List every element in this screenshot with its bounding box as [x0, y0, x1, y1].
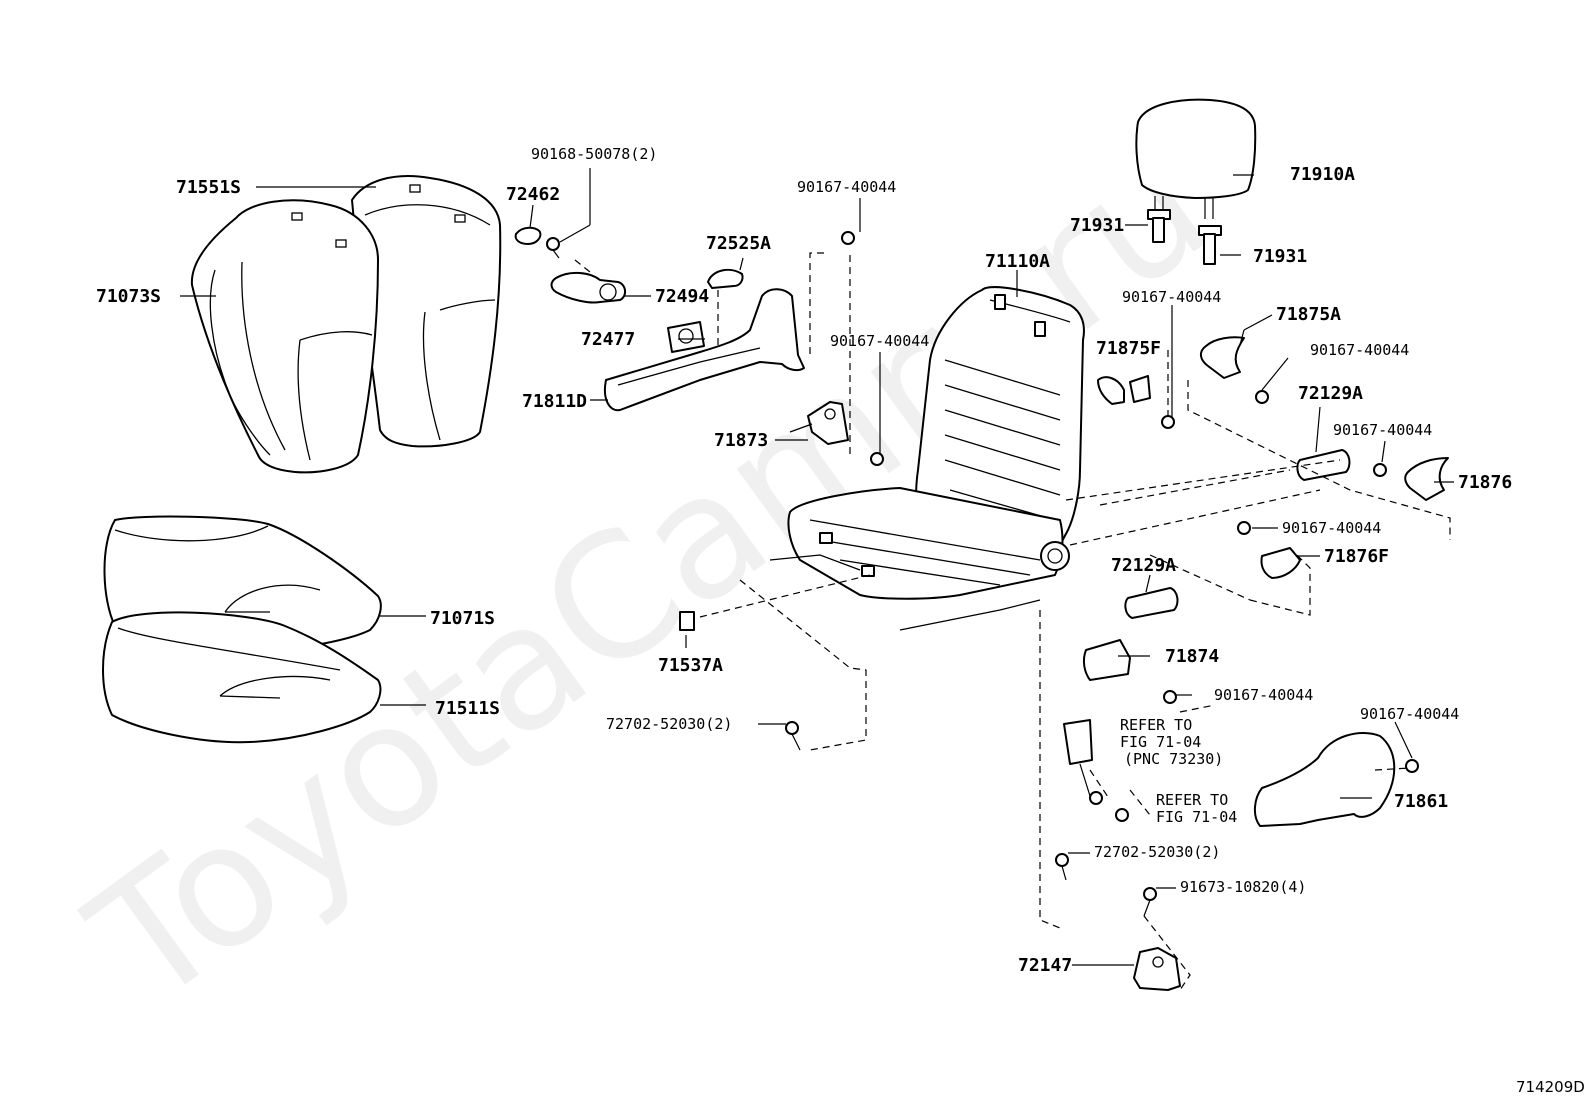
lever-72494-shape — [550, 272, 626, 304]
bolt-refer-shape — [1115, 808, 1129, 822]
clip-72525A-shape — [707, 268, 744, 289]
label-72129A-b: 72129A — [1111, 555, 1176, 576]
cap-71537A-shape — [679, 611, 695, 631]
cover-71876F-shape — [1260, 547, 1301, 579]
bracket-71875A-shape — [1200, 336, 1245, 379]
seat-frame-shape — [769, 286, 1085, 631]
knob-cap-shape — [514, 226, 542, 245]
bolt-72702-a-shape — [785, 721, 801, 751]
label-90167-40044-g: 90167-40044 — [1214, 686, 1313, 704]
seat-cushion-pad-shape — [102, 611, 382, 744]
bracket-72477-shape — [667, 321, 705, 353]
screw-90167-d-shape — [1255, 390, 1269, 404]
label-72702-52030-a: 72702-52030(2) — [606, 715, 732, 733]
label-90167-40044-f: 90167-40044 — [1282, 519, 1381, 537]
screw-90167-b-shape — [870, 452, 884, 466]
shield-71811D-shape — [604, 288, 805, 412]
label-71876F: 71876F — [1324, 546, 1389, 567]
label-72129A-a: 72129A — [1298, 383, 1363, 404]
screw-90168-shape — [546, 237, 560, 259]
side-shield-71861-shape — [1254, 732, 1396, 827]
label-71931-a: 71931 — [1070, 215, 1124, 236]
label-71874: 71874 — [1165, 646, 1219, 667]
label-71875A: 71875A — [1276, 304, 1341, 325]
label-72147: 72147 — [1018, 955, 1072, 976]
cover-71874-shape — [1082, 639, 1131, 681]
label-71875F: 71875F — [1096, 338, 1161, 359]
leader-lines — [180, 168, 1454, 966]
refer-2-line-2: FIG 71-04 — [1156, 808, 1237, 826]
label-71511S: 71511S — [435, 698, 500, 719]
screw-90167-e-shape — [1373, 463, 1387, 477]
label-91673-10820: 91673-10820(4) — [1180, 878, 1306, 896]
label-90167-40044-c: 90167-40044 — [1122, 288, 1221, 306]
label-90167-40044-a: 90167-40044 — [797, 178, 896, 196]
screw-90167-h-shape — [1405, 759, 1419, 773]
label-71876: 71876 — [1458, 472, 1512, 493]
label-71073S: 71073S — [96, 286, 161, 307]
bracket-72147-shape — [1133, 947, 1181, 991]
dashed-guides — [574, 252, 1451, 991]
screw-90167-c-shape — [1161, 415, 1175, 429]
refer-1-line-3: (PNC 73230) — [1124, 750, 1223, 768]
label-71931-b: 71931 — [1253, 246, 1307, 267]
label-90167-40044-e: 90167-40044 — [1333, 421, 1432, 439]
label-90168-50078: 90168-50078(2) — [531, 145, 657, 163]
bracket-71873-shape — [789, 401, 849, 445]
label-71873: 71873 — [714, 430, 768, 451]
catalog-id: 714209D — [1516, 1078, 1585, 1096]
label-72525A: 72525A — [706, 233, 771, 254]
bracket-71876-shape — [1404, 457, 1449, 501]
label-71071S: 71071S — [430, 608, 495, 629]
refer-1-line-1: REFER TO — [1120, 716, 1192, 734]
bolt-72702-b-shape — [1055, 853, 1069, 881]
screw-90167-a-shape — [841, 231, 855, 245]
screw-90167-g-shape — [1163, 690, 1177, 704]
cover-72129A-b-shape — [1124, 587, 1179, 619]
label-72494: 72494 — [655, 286, 709, 307]
label-71537A: 71537A — [658, 655, 723, 676]
part-labels: 71551S 71073S 72462 90168-50078(2) 72494… — [96, 145, 1512, 976]
refer-2-line-1: REFER TO — [1156, 791, 1228, 809]
label-90167-40044-d: 90167-40044 — [1310, 341, 1409, 359]
refer-1-line-2: FIG 71-04 — [1120, 733, 1201, 751]
headrest-support-left-shape — [1147, 209, 1171, 243]
label-71861: 71861 — [1394, 791, 1448, 812]
label-90167-40044-h: 90167-40044 — [1360, 705, 1459, 723]
bracket-71875F-shape — [1097, 375, 1151, 405]
label-72477: 72477 — [581, 329, 635, 350]
label-72462: 72462 — [506, 184, 560, 205]
label-90167-40044-b: 90167-40044 — [830, 332, 929, 350]
label-71811D: 71811D — [522, 391, 587, 412]
bolt-91673-shape — [1143, 887, 1157, 917]
label-71910A: 71910A — [1290, 164, 1355, 185]
screw-90167-f-shape — [1237, 521, 1251, 535]
seatback-pad-shape — [351, 175, 502, 448]
headrest-support-right-shape — [1198, 225, 1222, 265]
buckle-73230-shape — [1063, 719, 1103, 805]
seatback-cover-shape — [190, 199, 379, 474]
label-71110A: 71110A — [985, 251, 1050, 272]
label-71551S: 71551S — [176, 177, 241, 198]
label-72702-52030-b: 72702-52030(2) — [1094, 843, 1220, 861]
